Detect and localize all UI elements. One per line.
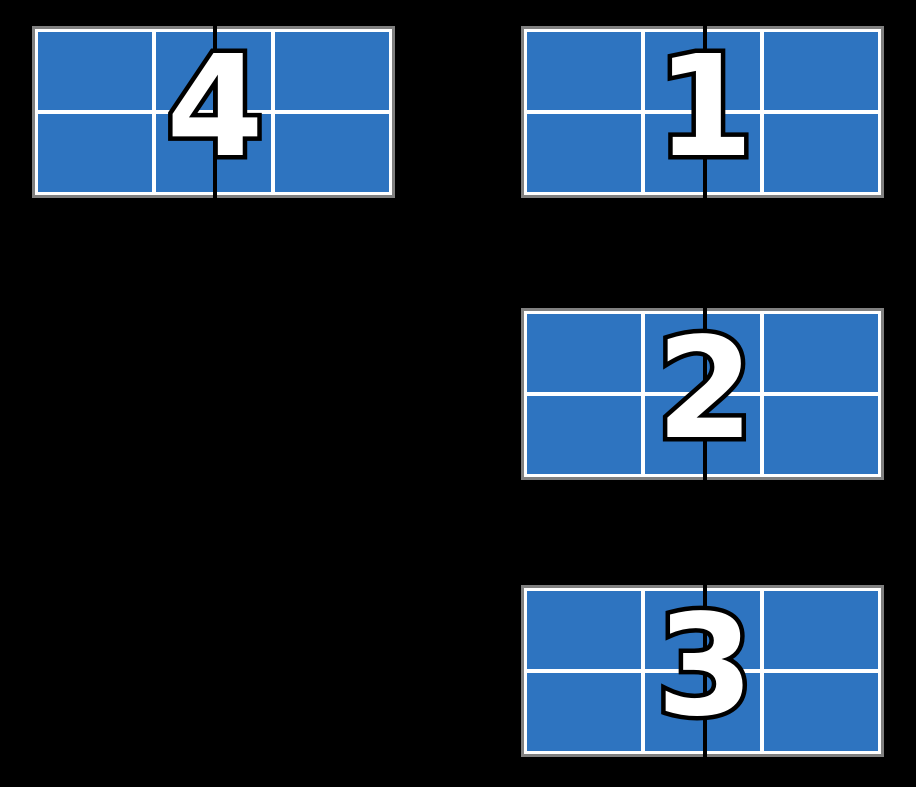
grid-cell[interactable] [645,673,760,751]
grid-cell[interactable] [763,396,878,474]
center-line-4 [213,14,217,210]
grid-cell[interactable] [527,314,642,392]
grid-cell[interactable] [763,314,878,392]
grid-cell[interactable] [645,32,760,110]
block-2[interactable] [521,308,884,480]
grid-cell[interactable] [527,114,642,192]
center-line-1 [703,14,707,210]
cell-grid [527,314,878,474]
grid-cell[interactable] [645,396,760,474]
grid-cell[interactable] [274,32,389,110]
block-number-label: 1 [652,26,758,189]
grid-cell[interactable] [763,114,878,192]
cell-grid [527,32,878,192]
grid-cell[interactable] [527,673,642,751]
grid-cell[interactable] [527,32,642,110]
grid-cell[interactable] [38,32,153,110]
grid-cell[interactable] [645,314,760,392]
cell-grid [527,591,878,751]
block-3[interactable] [521,585,884,757]
grid-cell[interactable] [38,114,153,192]
grid-cell[interactable] [645,591,760,669]
center-line-2 [703,296,707,492]
block-number-label: 2 [652,308,758,471]
grid-cell[interactable] [527,591,642,669]
grid-cell[interactable] [763,591,878,669]
grid-cell[interactable] [763,32,878,110]
grid-cell[interactable] [645,114,760,192]
grid-cell[interactable] [763,673,878,751]
center-line-3 [703,573,707,769]
block-number-label: 4 [162,26,268,189]
block-1[interactable] [521,26,884,198]
grid-cell[interactable] [527,396,642,474]
block-number-label: 3 [652,585,758,748]
grid-cell[interactable] [274,114,389,192]
